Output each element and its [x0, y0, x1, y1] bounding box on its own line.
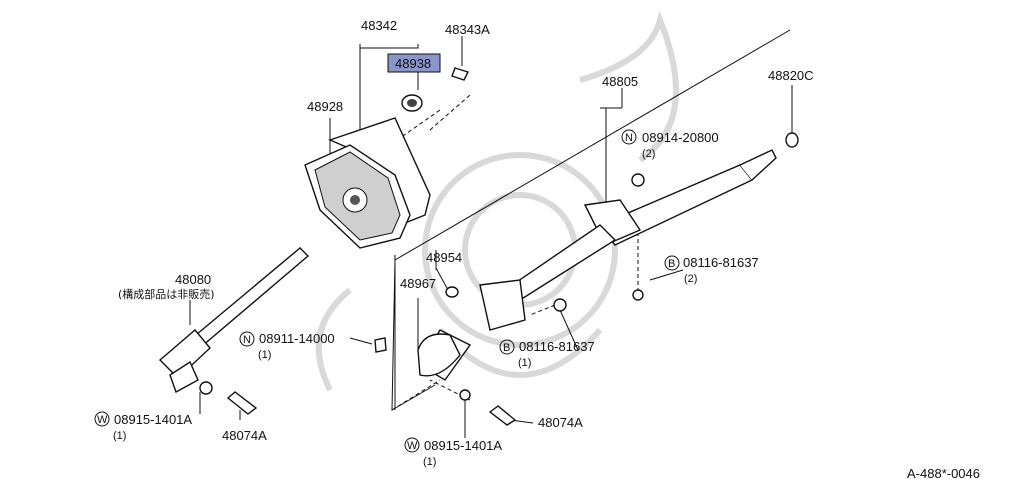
label-48080-note: (構成部品は非販売) — [118, 287, 215, 301]
highlight-48938-box — [387, 53, 441, 73]
n-marker-icon — [621, 129, 637, 145]
marker-b-2: B — [503, 342, 510, 354]
marker-w-2: W — [407, 440, 418, 452]
marker-n-1: N — [625, 132, 633, 144]
label-08116-81637-top: 08116-81637 — [683, 255, 759, 270]
reference-code: A-488*-0046 — [907, 466, 980, 481]
label-48080: 48080 — [175, 272, 211, 287]
qty-1c: (1) — [113, 430, 126, 442]
n-marker-icon — [239, 331, 255, 347]
w-marker-icon — [94, 411, 110, 427]
label-08914-20800: 08914-20800 — [642, 130, 719, 145]
label-48805: 48805 — [602, 74, 638, 89]
leader-lines — [189, 36, 793, 438]
marker-w-1: W — [97, 414, 108, 426]
b-marker-icon — [664, 255, 680, 271]
label-08116-81637-bottom: 08116-81637 — [519, 339, 595, 354]
intermediate-shaft — [158, 247, 517, 426]
steering-column-shaft — [417, 132, 799, 381]
label-48074a-left: 48074A — [222, 428, 267, 443]
qty-1a: (1) — [258, 349, 271, 361]
label-08915-1401a-bottom: 08915-1401A — [424, 438, 502, 453]
label-48820c: 48820C — [768, 68, 814, 83]
label-48928: 48928 — [307, 99, 343, 114]
qty-2b: (2) — [684, 273, 697, 285]
label-48343a: 48343A — [445, 22, 490, 37]
marker-n-2: N — [243, 334, 251, 346]
qty-2a: (2) — [642, 148, 655, 160]
w-marker-icon — [404, 437, 420, 453]
qty-1b: (1) — [518, 357, 531, 369]
label-08911-14000: 08911-14000 — [259, 331, 335, 346]
label-48967: 48967 — [400, 276, 436, 291]
marker-b-1: B — [668, 258, 675, 270]
steering-column-cover-parts — [304, 67, 469, 249]
b-marker-icon — [499, 339, 515, 355]
label-48938: 48938 — [395, 56, 431, 71]
label-08915-1401a-left: 08915-1401A — [114, 412, 192, 427]
label-48954: 48954 — [426, 250, 462, 265]
label-48074a-right: 48074A — [538, 415, 583, 430]
qty-1d: (1) — [423, 456, 436, 468]
label-48342: 48342 — [361, 18, 397, 33]
part-labels: 48342 48343A 48938 48928 48805 48820C N … — [94, 18, 980, 481]
